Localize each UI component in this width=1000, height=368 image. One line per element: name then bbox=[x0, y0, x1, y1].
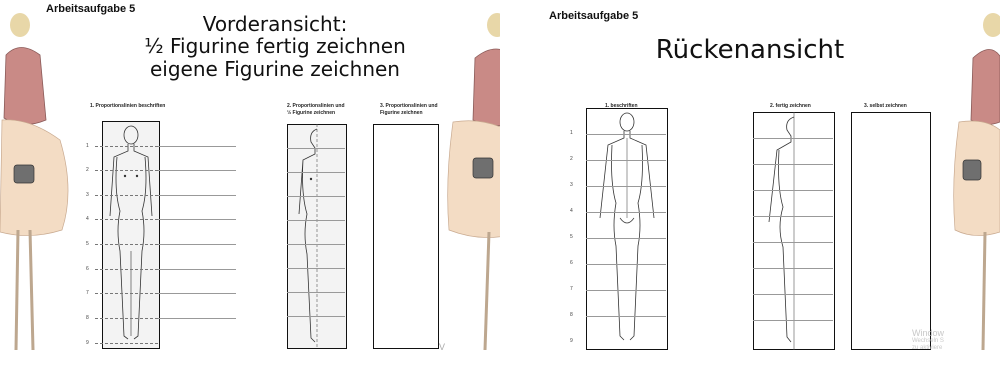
proportion-line bbox=[287, 196, 345, 197]
proportion-line bbox=[586, 212, 666, 213]
title-line-1: Vorderansicht: bbox=[110, 13, 440, 35]
back-figure-sketch bbox=[586, 108, 668, 350]
proportion-line bbox=[95, 293, 158, 294]
row-number: 3 bbox=[86, 192, 89, 198]
proportion-line bbox=[287, 220, 345, 221]
proportion-line bbox=[753, 268, 833, 269]
proportion-line bbox=[158, 318, 236, 319]
row-number: 2 bbox=[570, 156, 573, 162]
front-figure-sketch bbox=[102, 121, 160, 349]
proportion-line bbox=[95, 219, 158, 220]
proportion-line bbox=[95, 146, 158, 147]
empty-drawing-box[interactable] bbox=[373, 124, 439, 349]
column-label-3: 3. selbst zeichnen bbox=[864, 103, 924, 110]
proportion-line bbox=[753, 164, 833, 165]
proportion-line bbox=[586, 316, 666, 317]
proportion-line bbox=[586, 160, 666, 161]
proportion-line bbox=[586, 264, 666, 265]
row-number: 4 bbox=[570, 208, 573, 214]
proportion-line bbox=[753, 138, 833, 139]
row-number: 7 bbox=[86, 290, 89, 296]
half-back-figure-sketch bbox=[753, 112, 835, 350]
task-label: Arbeitsaufgabe 5 bbox=[549, 10, 638, 22]
slide-title: Rückenansicht bbox=[630, 36, 870, 65]
row-number: 6 bbox=[570, 260, 573, 266]
proportion-line bbox=[753, 216, 833, 217]
watermark-line-3: zu aktiviere bbox=[912, 345, 944, 352]
proportion-line bbox=[158, 244, 236, 245]
proportion-line bbox=[753, 320, 833, 321]
footer-mark: V bbox=[439, 342, 445, 352]
proportion-line bbox=[287, 244, 345, 245]
proportion-line bbox=[586, 186, 666, 187]
title-line-3: eigene Figurine zeichnen bbox=[110, 58, 440, 80]
row-number: 2 bbox=[86, 167, 89, 173]
proportion-line bbox=[158, 293, 236, 294]
row-number: 4 bbox=[86, 216, 89, 222]
column-label-2: 2. Proportionslinien und ½ Figurine zeic… bbox=[287, 103, 347, 116]
right-slide: Arbeitsaufgabe 5 Rückenansicht 1. beschr… bbox=[500, 0, 1000, 368]
proportion-line bbox=[753, 294, 833, 295]
proportion-line bbox=[95, 244, 158, 245]
row-number: 7 bbox=[570, 286, 573, 292]
proportion-line bbox=[95, 343, 158, 344]
proportion-line bbox=[586, 290, 666, 291]
slide-title: Vorderansicht: ½ Figurine fertig zeichne… bbox=[110, 13, 440, 80]
proportion-line bbox=[287, 268, 345, 269]
row-number: 8 bbox=[570, 312, 573, 318]
column-label-3: 3. Proportionslinien und Figurine zeichn… bbox=[380, 103, 440, 116]
row-number: 5 bbox=[570, 234, 573, 240]
row-number: 9 bbox=[570, 338, 573, 344]
left-slide: Arbeitsaufgabe 5 Vorderansicht: ½ Figuri… bbox=[0, 0, 500, 368]
fashion-illustration-left bbox=[0, 0, 75, 368]
proportion-line bbox=[753, 242, 833, 243]
proportion-line bbox=[586, 238, 666, 239]
activation-watermark: Window Wechseln S zu aktiviere bbox=[912, 328, 944, 352]
proportion-line bbox=[287, 316, 345, 317]
proportion-line bbox=[158, 195, 236, 196]
proportion-line bbox=[158, 269, 236, 270]
empty-drawing-box[interactable] bbox=[851, 112, 931, 350]
row-number: 5 bbox=[86, 241, 89, 247]
proportion-line bbox=[287, 148, 345, 149]
proportion-line bbox=[95, 195, 158, 196]
row-number: 8 bbox=[86, 315, 89, 321]
row-number: 9 bbox=[86, 340, 89, 346]
row-number: 1 bbox=[86, 143, 89, 149]
proportion-line bbox=[158, 170, 236, 171]
proportion-line bbox=[287, 292, 345, 293]
row-number: 3 bbox=[570, 182, 573, 188]
proportion-line bbox=[753, 190, 833, 191]
row-number: 6 bbox=[86, 266, 89, 272]
proportion-line bbox=[287, 172, 345, 173]
row-number: 1 bbox=[570, 130, 573, 136]
watermark-line-1: Window bbox=[912, 328, 944, 338]
fashion-illustration-center bbox=[445, 0, 500, 368]
fashion-illustration-right bbox=[955, 0, 1000, 368]
column-label-1: 1. Proportionslinien beschriften bbox=[90, 103, 210, 110]
proportion-line bbox=[158, 219, 236, 220]
proportion-line bbox=[95, 318, 158, 319]
proportion-line bbox=[586, 134, 666, 135]
column-label-2: 2. fertig zeichnen bbox=[770, 103, 830, 110]
proportion-line bbox=[95, 170, 158, 171]
proportion-line bbox=[95, 269, 158, 270]
proportion-line bbox=[158, 146, 236, 147]
watermark-line-2: Wechseln S bbox=[912, 338, 944, 345]
title-line-2: ½ Figurine fertig zeichnen bbox=[110, 35, 440, 57]
